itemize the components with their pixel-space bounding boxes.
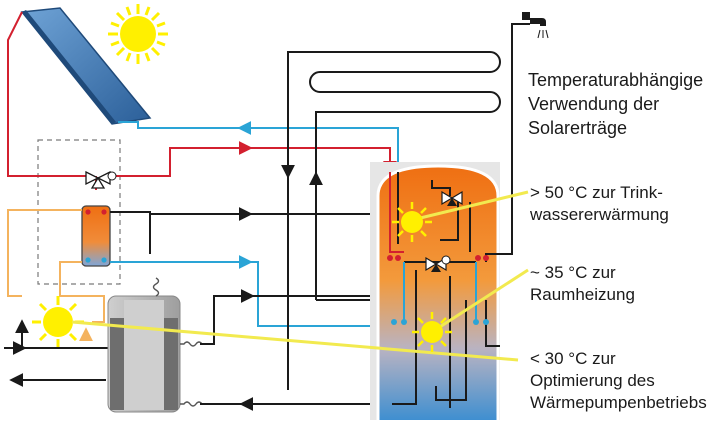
heat-pump — [107, 295, 181, 413]
label-low-line3: Wärmepumpenbetriebs — [530, 393, 707, 412]
plate-heat-exchanger — [81, 205, 111, 267]
tank-valve-upper-icon — [441, 190, 463, 206]
tank-valve-lower-icon — [425, 255, 451, 272]
heating-circuit-pipes — [281, 51, 501, 390]
label-hot-line2: wassererwärmung — [530, 205, 669, 224]
heat-pump-connectors — [152, 277, 203, 407]
diagram-title-line3: Solarerträge — [528, 118, 628, 138]
label-low-line1: < 30 °C zur — [530, 349, 616, 368]
sun-tank-hot-icon — [392, 202, 432, 242]
label-mid-line1: ~ 35 °C zur — [530, 263, 616, 282]
diagram-title-line1: Temperaturabhängige — [528, 70, 704, 90]
solar-ground-loop — [7, 209, 105, 342]
label-hot-line1: > 50 °C zur Trink- — [530, 183, 663, 202]
label-mid-line2: Raumheizung — [530, 285, 635, 304]
sun-icon — [108, 4, 168, 64]
solar-collector — [20, 7, 152, 125]
sun-tank-mid-icon — [412, 312, 452, 352]
label-low-line2: Optimierung des — [530, 371, 655, 390]
station-valve-icon — [85, 170, 117, 189]
diagram-title-line2: Verwendung der — [528, 94, 660, 114]
callout-lines — [71, 190, 529, 362]
ground-source-pipes — [4, 319, 110, 387]
heat-pump-pipes — [149, 207, 392, 411]
solar-flow-pipes — [7, 11, 399, 190]
tank-connectors — [387, 255, 489, 325]
faucet-icon — [506, 12, 549, 255]
